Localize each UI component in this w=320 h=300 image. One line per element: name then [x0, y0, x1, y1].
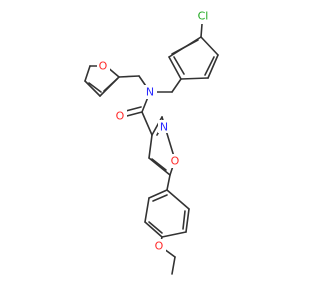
bond — [118, 75, 140, 78]
isoxazole-oxygen-atom: O — [168, 154, 181, 168]
bond — [200, 23, 203, 38]
bond — [152, 194, 168, 202]
bond — [207, 54, 219, 79]
bond — [148, 134, 153, 159]
amide-nitrogen-label: N — [146, 86, 154, 99]
bond — [141, 111, 153, 136]
bond — [148, 221, 163, 234]
chemical-structure-diagram: Cl N O N O O O — [84, 9, 219, 275]
carbonyl-oxygen-label: O — [116, 110, 125, 123]
bond — [148, 189, 168, 199]
bond — [185, 208, 190, 233]
bond — [200, 36, 219, 56]
bond — [166, 174, 171, 191]
carbonyl-oxygen-atom: O — [114, 109, 127, 123]
isoxazole-nitrogen-label: N — [160, 121, 168, 134]
bond — [173, 56, 185, 75]
bond — [168, 56, 182, 80]
isoxazole-oxygen-label: O — [171, 155, 180, 168]
ether-oxygen-atom: O — [153, 239, 166, 253]
bond — [204, 56, 215, 76]
chlorine-atom: Cl — [194, 9, 212, 24]
ether-oxygen-label: O — [155, 240, 164, 253]
bond — [84, 80, 101, 97]
bond — [161, 231, 187, 238]
bond — [88, 82, 102, 93]
bond — [171, 39, 199, 55]
bond — [180, 77, 209, 80]
furan-oxygen-atom: O — [97, 59, 110, 73]
bond — [166, 189, 190, 210]
isoxazole-nitrogen-atom: N — [158, 120, 170, 134]
bond — [151, 158, 167, 171]
furan-oxygen-label: O — [99, 60, 108, 73]
bond — [84, 65, 91, 82]
bond — [171, 256, 176, 275]
bond — [144, 197, 150, 223]
bond — [171, 78, 182, 93]
bond — [103, 78, 118, 92]
bond — [148, 157, 171, 176]
chlorine-label: Cl — [198, 10, 209, 23]
atom-labels: Cl N O N O O O — [97, 9, 212, 253]
bond — [182, 210, 186, 230]
bond — [144, 221, 163, 238]
amide-nitrogen-atom: N — [144, 85, 157, 99]
